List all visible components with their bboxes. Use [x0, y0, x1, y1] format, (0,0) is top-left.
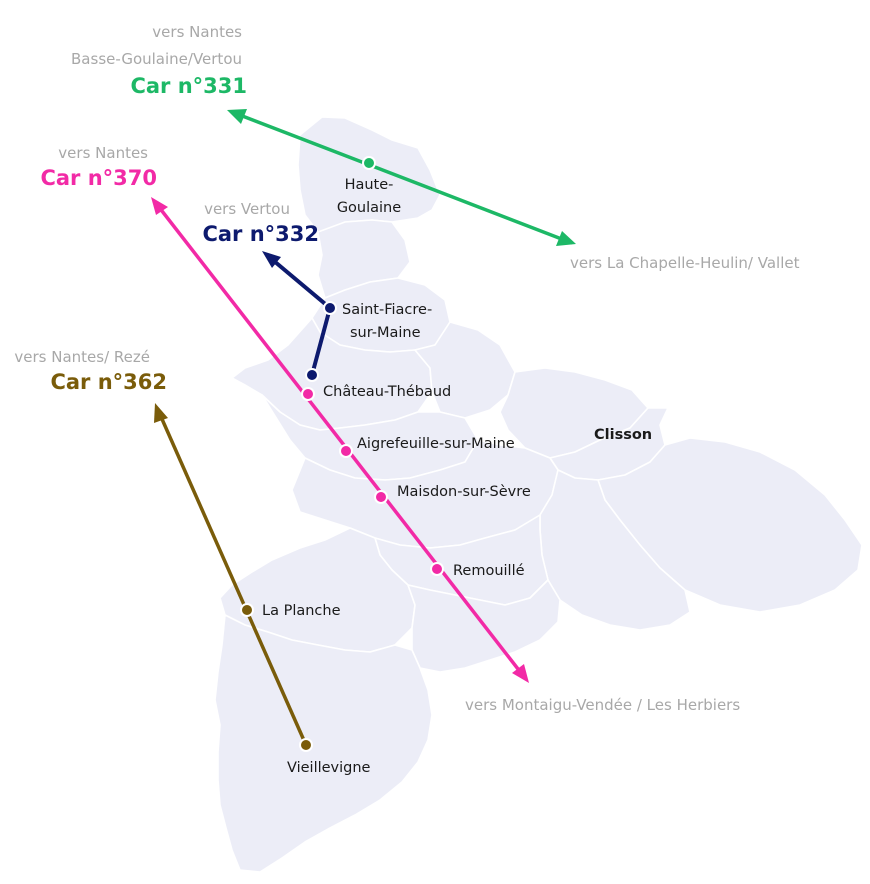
town-saint-fiacre-1: Saint-Fiacre-	[342, 302, 432, 318]
line-331-arrowhead-east	[556, 231, 576, 246]
stop-vieillevigne	[299, 738, 313, 752]
town-vieillevigne: Vieillevigne	[287, 760, 371, 776]
stop-chateau-thebaud-332	[305, 368, 319, 382]
stop-remouille	[430, 562, 444, 576]
line-labels: vers Nantes Basse-Goulaine/Vertou Car n°…	[14, 23, 799, 714]
stop-saint-fiacre	[323, 301, 337, 315]
town-clisson: Clisson	[594, 427, 652, 443]
stop-la-planche	[240, 603, 254, 617]
stop-maisdon	[374, 490, 388, 504]
line-370-arrowhead-north	[151, 197, 168, 215]
l362-dir: vers Nantes/ Rezé	[14, 348, 150, 366]
line-332-arrowhead	[262, 251, 281, 268]
town-remouille: Remouillé	[453, 563, 525, 579]
l362-car-label: Car n°362	[50, 370, 167, 394]
town-la-planche: La Planche	[262, 603, 341, 619]
l370-car-label: Car n°370	[40, 166, 157, 190]
line-362-arrowhead	[154, 403, 168, 423]
stop-haute-goulaine	[362, 156, 376, 170]
town-labels: Haute- Goulaine Saint-Fiacre- sur-Maine …	[262, 177, 652, 776]
line-362-path	[156, 409, 308, 746]
commune-haute-goulaine	[297, 116, 441, 233]
territory	[214, 116, 863, 873]
l331-dir-line2: Basse-Goulaine/Vertou	[71, 50, 242, 68]
stops	[240, 156, 444, 752]
l331-destination: vers La Chapelle-Heulin/ Vallet	[570, 254, 800, 272]
line-331	[227, 109, 576, 246]
l331-car-label: Car n°331	[130, 74, 247, 98]
l370-dir: vers Nantes	[58, 144, 148, 162]
town-maisdon: Maisdon-sur-Sèvre	[397, 484, 531, 500]
line-370	[151, 197, 529, 683]
line-370-path	[153, 200, 527, 680]
l332-car-label: Car n°332	[202, 222, 319, 246]
l370-destination: vers Montaigu-Vendée / Les Herbiers	[465, 696, 740, 714]
town-chateau-thebaud: Château-Thébaud	[323, 384, 451, 400]
town-haute-goulaine-1: Haute-	[345, 177, 394, 193]
line-331-path	[231, 110, 573, 245]
commune-vieillevigne	[214, 614, 433, 873]
l331-dir-line1: vers Nantes	[152, 23, 242, 41]
line-370-arrowhead-south	[512, 664, 529, 683]
town-aigrefeuille: Aigrefeuille-sur-Maine	[357, 436, 515, 452]
town-haute-goulaine-2: Goulaine	[337, 200, 401, 216]
stop-aigrefeuille	[339, 444, 353, 458]
l332-dir: vers Vertou	[204, 200, 290, 218]
line-331-arrowhead-north	[227, 109, 247, 124]
stop-chateau-thebaud-370	[301, 387, 315, 401]
line-362	[154, 403, 308, 746]
town-saint-fiacre-2: sur-Maine	[350, 325, 421, 341]
